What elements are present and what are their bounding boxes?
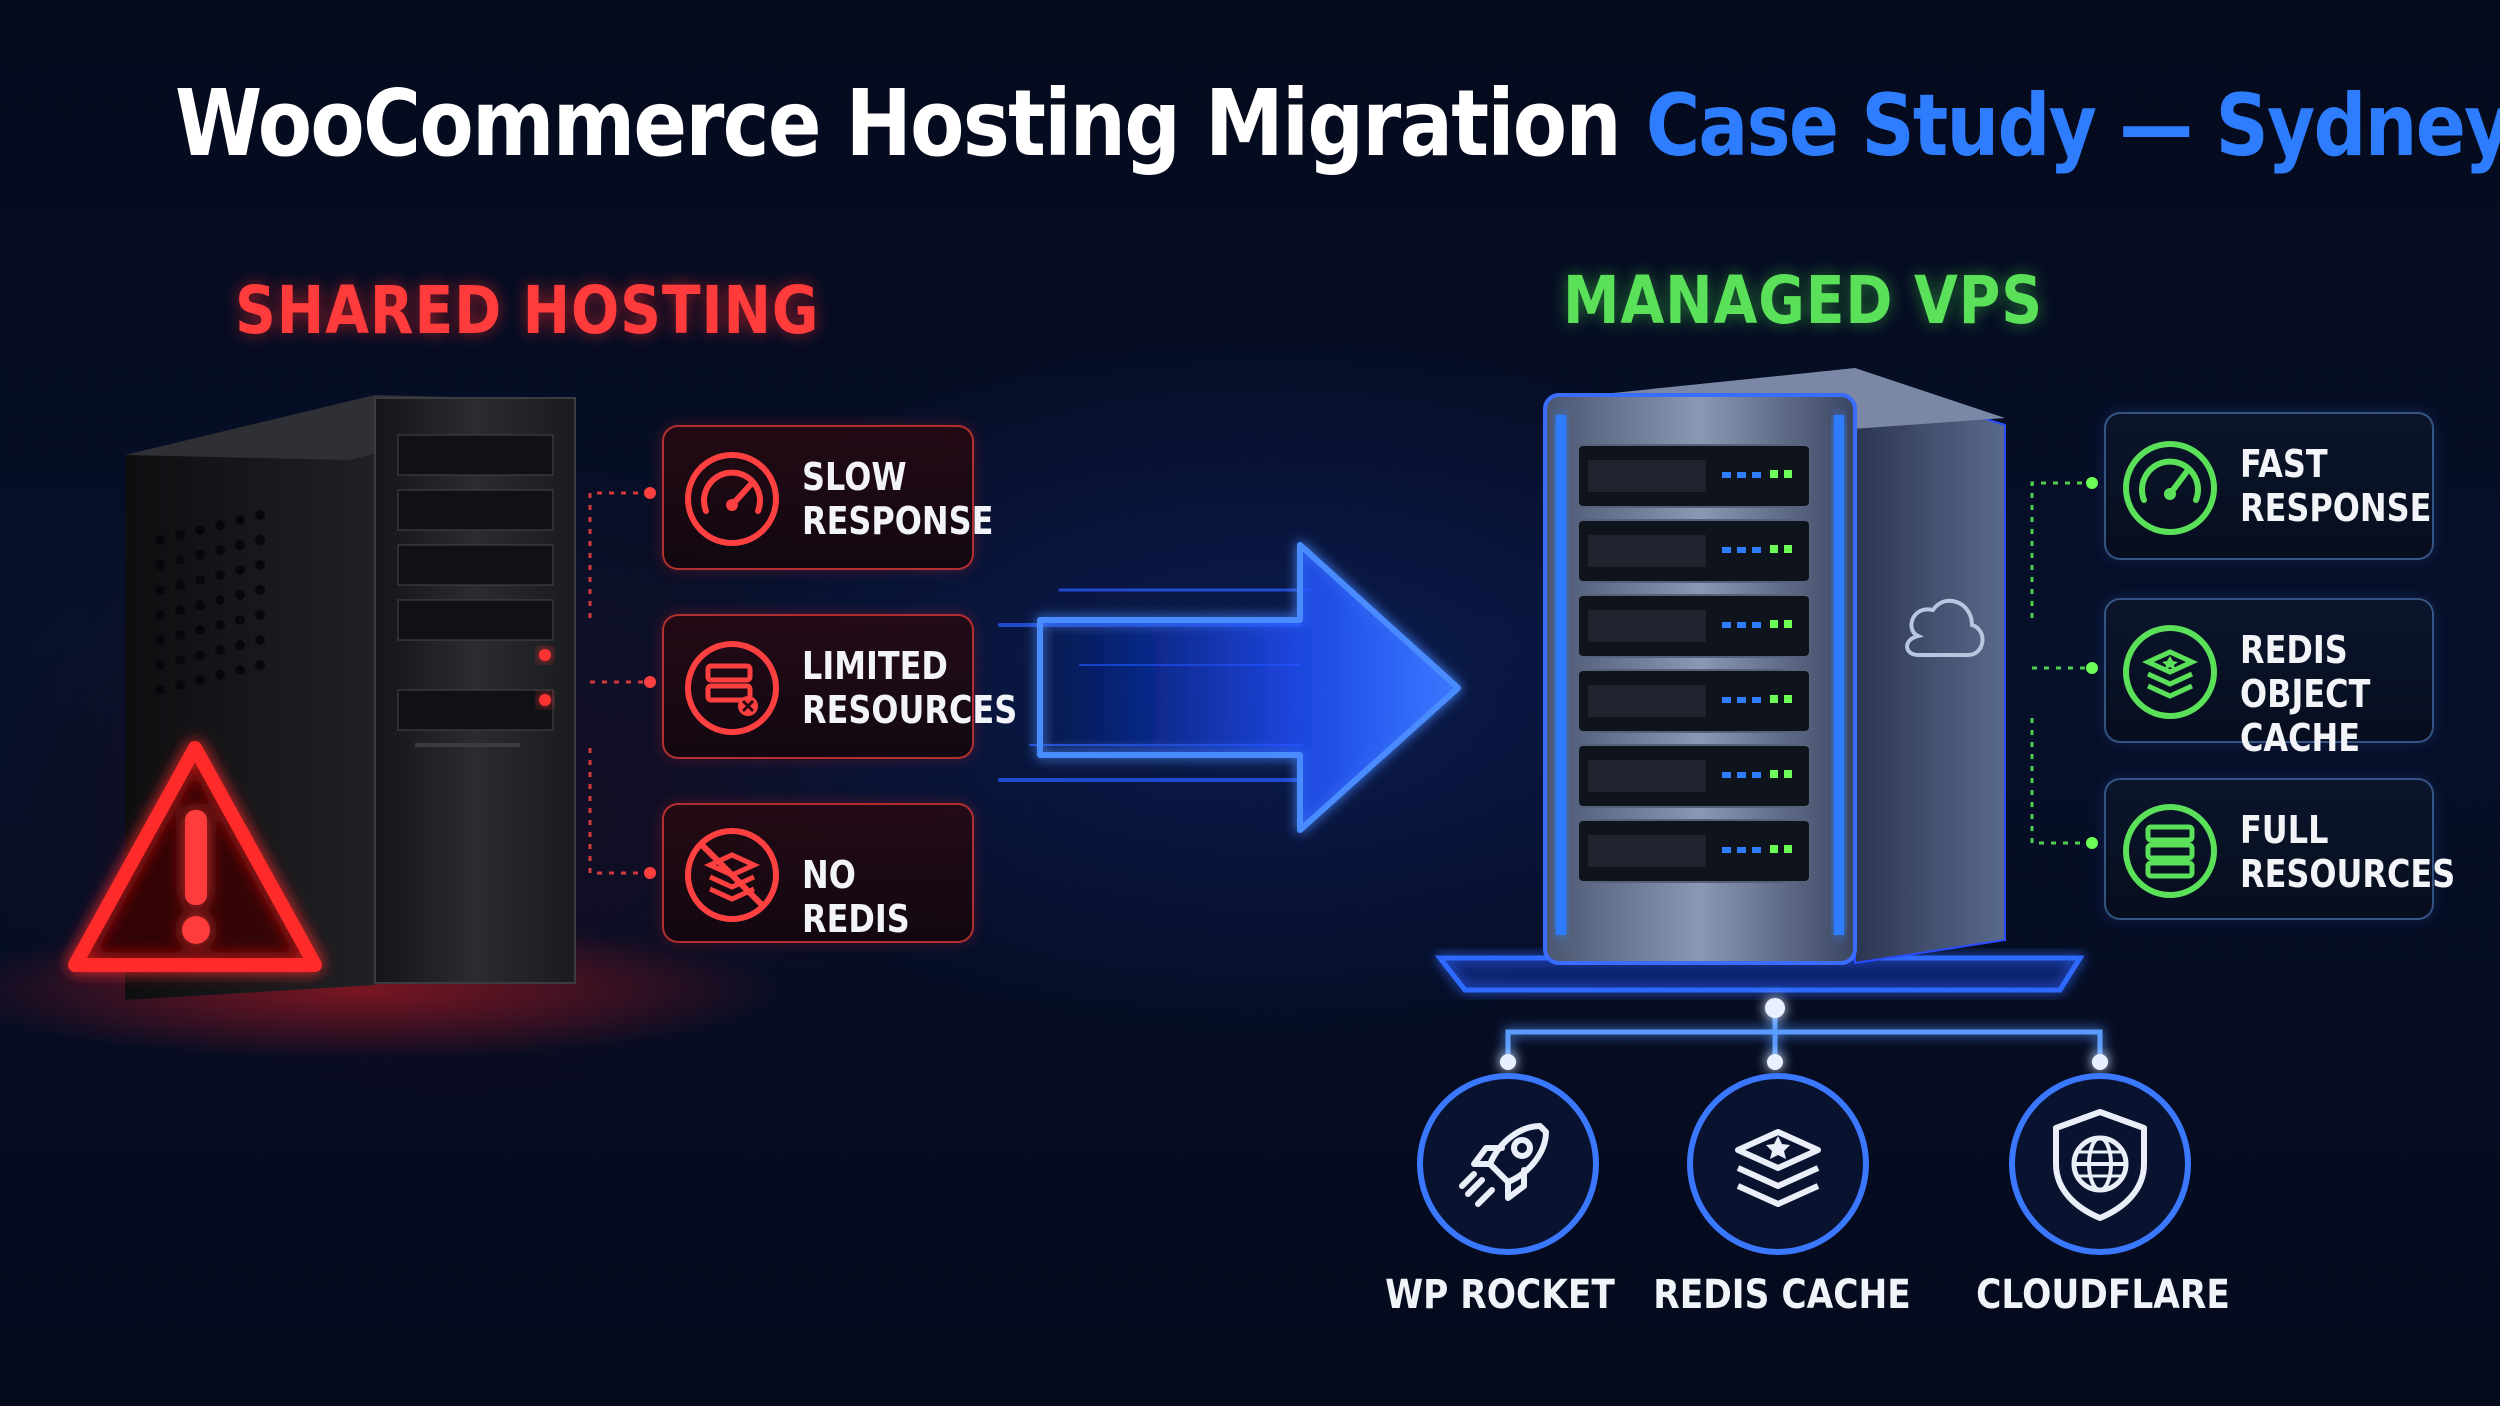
rocket-icon (1459, 1123, 1549, 1207)
shared-hosting-server (0, 395, 780, 1060)
server-icon (2123, 804, 2217, 898)
shared-feature-limited-resources: LIMITED RESOURCES (662, 614, 1017, 759)
title-main: WooCommerce Hosting Migration (175, 70, 1622, 177)
shared-hosting-heading: SHARED HOSTING (235, 272, 820, 349)
managed-vps-heading: MANAGED VPS (1563, 262, 2043, 339)
redis-cache-badge (1687, 1073, 1869, 1255)
speedometer-icon (2123, 441, 2217, 535)
vps-feature-full-resources: FULL RESOURCES (2104, 778, 2455, 920)
vps-feature-redis-object-cache: REDIS OBJECT CACHE (2104, 598, 2434, 760)
redis-stack-icon (2123, 625, 2217, 719)
managed-vps-connectors (2030, 481, 2092, 845)
feature-label: FAST RESPONSE (2240, 442, 2432, 530)
feature-label: NO REDIS (802, 853, 910, 941)
shared-feature-no-redis: NO REDIS (662, 803, 974, 943)
vps-feature-fast-response: FAST RESPONSE (2104, 412, 2434, 560)
feature-label: SLOW RESPONSE (802, 455, 994, 543)
warning-triangle-icon (68, 741, 322, 972)
managed-vps-server (1434, 368, 2085, 993)
migration-arrow (998, 542, 1461, 833)
redis-crossed-icon (685, 828, 779, 922)
cloudflare-badge (2009, 1073, 2191, 1255)
speedometer-icon (685, 452, 779, 546)
shared-feature-slow-response: SLOW RESPONSE (662, 425, 993, 570)
server-error-icon (685, 641, 779, 735)
tools-connectors (1505, 1008, 2103, 1062)
title-accent: Case Study — Sydney (1645, 76, 2500, 176)
redis-stack-icon (1735, 1129, 1821, 1207)
wp-rocket-badge (1417, 1073, 1599, 1255)
shared-hosting-connectors (588, 491, 650, 875)
tool-label-wp-rocket: WP ROCKET (1385, 1272, 1615, 1318)
feature-label: LIMITED RESOURCES (802, 644, 1018, 732)
feature-label: REDIS OBJECT CACHE (2240, 628, 2371, 760)
cloud-icon (1905, 598, 1985, 657)
page-title: WooCommerce Hosting Migration Case Study… (175, 70, 2500, 177)
feature-label: FULL RESOURCES (2240, 808, 2456, 896)
globe-shield-icon (2053, 1109, 2147, 1221)
tool-label-cloudflare: CLOUDFLARE (1976, 1272, 2230, 1318)
tool-label-redis-cache: REDIS CACHE (1653, 1272, 1911, 1318)
